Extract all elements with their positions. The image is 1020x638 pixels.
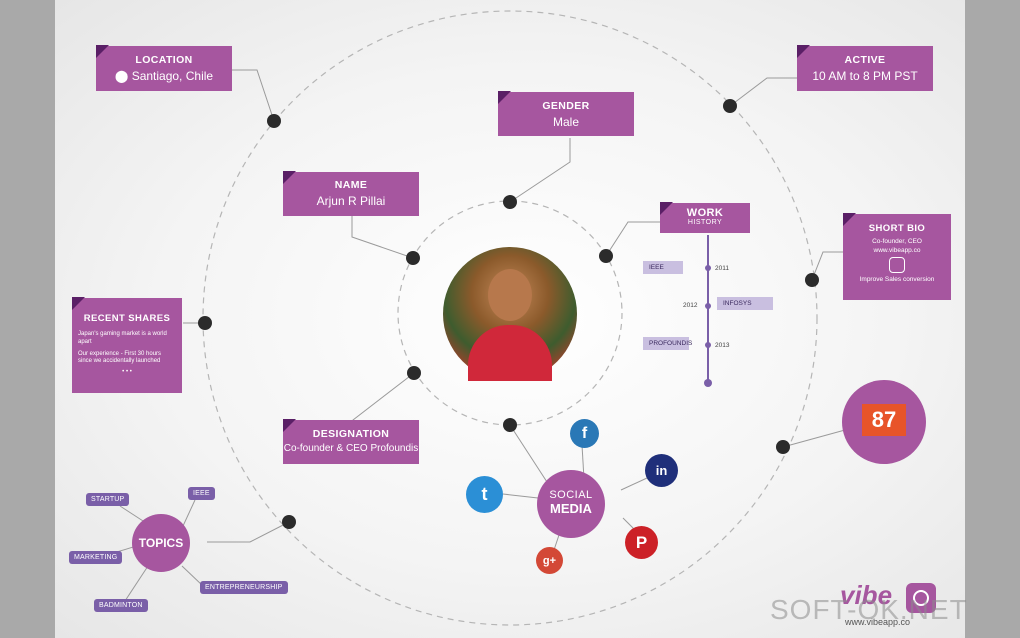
topic-tag[interactable]: BADMINTON	[94, 599, 148, 612]
social-media-hub: SOCIAL MEDIA	[537, 470, 605, 538]
work-entry-company: IEEE	[643, 261, 683, 274]
designation-title: DESIGNATION	[312, 428, 390, 440]
linkedin-icon[interactable]: in	[645, 454, 678, 487]
recent-shares-title: RECENT SHARES	[83, 313, 171, 324]
topic-tag[interactable]: STARTUP	[86, 493, 130, 506]
pagination-dots[interactable]: • • •	[122, 369, 132, 376]
profile-photo	[443, 247, 577, 381]
work-entry-year: 2011	[715, 265, 729, 272]
social-media-line1: SOCIAL	[549, 489, 593, 501]
name-value: Arjun R Pillai	[316, 194, 386, 208]
location-card: LOCATION ⬤ Santiago, Chile	[96, 45, 232, 91]
name-title: NAME	[334, 179, 368, 191]
active-title: ACTIVE	[844, 54, 886, 66]
recent-shares-card: RECENT SHARES Japan's gaming market is a…	[72, 297, 182, 393]
vibe-logo-icon	[906, 583, 936, 613]
connector-dots	[198, 99, 819, 529]
facebook-icon[interactable]: f	[570, 419, 599, 448]
gender-value: Male	[552, 115, 579, 129]
vibe-url: www.vibeapp.co	[845, 617, 911, 627]
social-media-line2: MEDIA	[550, 501, 592, 516]
outer-ring	[202, 10, 818, 626]
topics-hub: TOPICS	[132, 514, 190, 572]
short-bio-role: Co-founder, CEO	[872, 238, 922, 245]
location-title: LOCATION	[135, 54, 193, 66]
topic-tag[interactable]: MARKETING	[69, 551, 123, 564]
map-pin-icon: ⬤	[114, 69, 129, 83]
designation-value: Co-founder & CEO Profoundis	[283, 443, 419, 454]
work-history-subtitle: HISTORY	[687, 219, 723, 226]
topic-tag[interactable]: ENTREPRENEURSHIP	[200, 581, 288, 594]
short-bio-url: www.vibeapp.co	[873, 247, 921, 254]
active-value: 10 AM to 8 PM PST	[812, 69, 918, 83]
location-value: ⬤ Santiago, Chile	[114, 69, 214, 83]
name-card: NAME Arjun R Pillai	[283, 171, 419, 216]
active-card: ACTIVE 10 AM to 8 PM PST	[797, 45, 933, 91]
work-entry-year: 2013	[715, 342, 730, 349]
watermark: SOFT-OK.NET	[770, 594, 968, 625]
profile-infographic: LOCATION ⬤ Santiago, Chile GENDER Male A…	[55, 0, 965, 638]
inner-ring	[397, 200, 623, 426]
short-bio-title: SHORT BIO	[868, 223, 926, 234]
connector-lines	[109, 10, 846, 626]
designation-card: DESIGNATION Co-founder & CEO Profoundis	[283, 419, 419, 464]
work-history-card: WORK HISTORY	[660, 202, 750, 233]
topic-tag[interactable]: IEEE	[188, 487, 215, 500]
short-bio-card: SHORT BIO Co-founder, CEO www.vibeapp.co…	[843, 213, 951, 300]
avatar	[488, 269, 532, 321]
twitter-icon[interactable]: t	[466, 476, 503, 513]
vibe-app-icon	[889, 257, 905, 273]
gender-title: GENDER	[542, 100, 590, 112]
gender-card: GENDER Male	[498, 91, 634, 136]
work-entry-year: 2012	[683, 302, 698, 309]
work-entry-company: INFOSYS	[717, 297, 773, 310]
work-entry-company: PROFOUNDIS	[643, 337, 692, 350]
recent-share-item[interactable]: Our experience - First 30 hours since we…	[78, 350, 162, 365]
score-value: 87	[862, 404, 906, 436]
vibe-logo: vibe	[840, 580, 893, 610]
score-badge: 87	[842, 380, 926, 464]
work-history-title: WORK	[686, 207, 724, 219]
googleplus-icon[interactable]: g+	[536, 547, 563, 574]
recent-share-item[interactable]: Japan's gaming market is a world apart	[78, 331, 167, 345]
short-bio-tagline: Improve Sales conversion	[859, 276, 935, 283]
pinterest-icon[interactable]: P	[625, 526, 658, 559]
